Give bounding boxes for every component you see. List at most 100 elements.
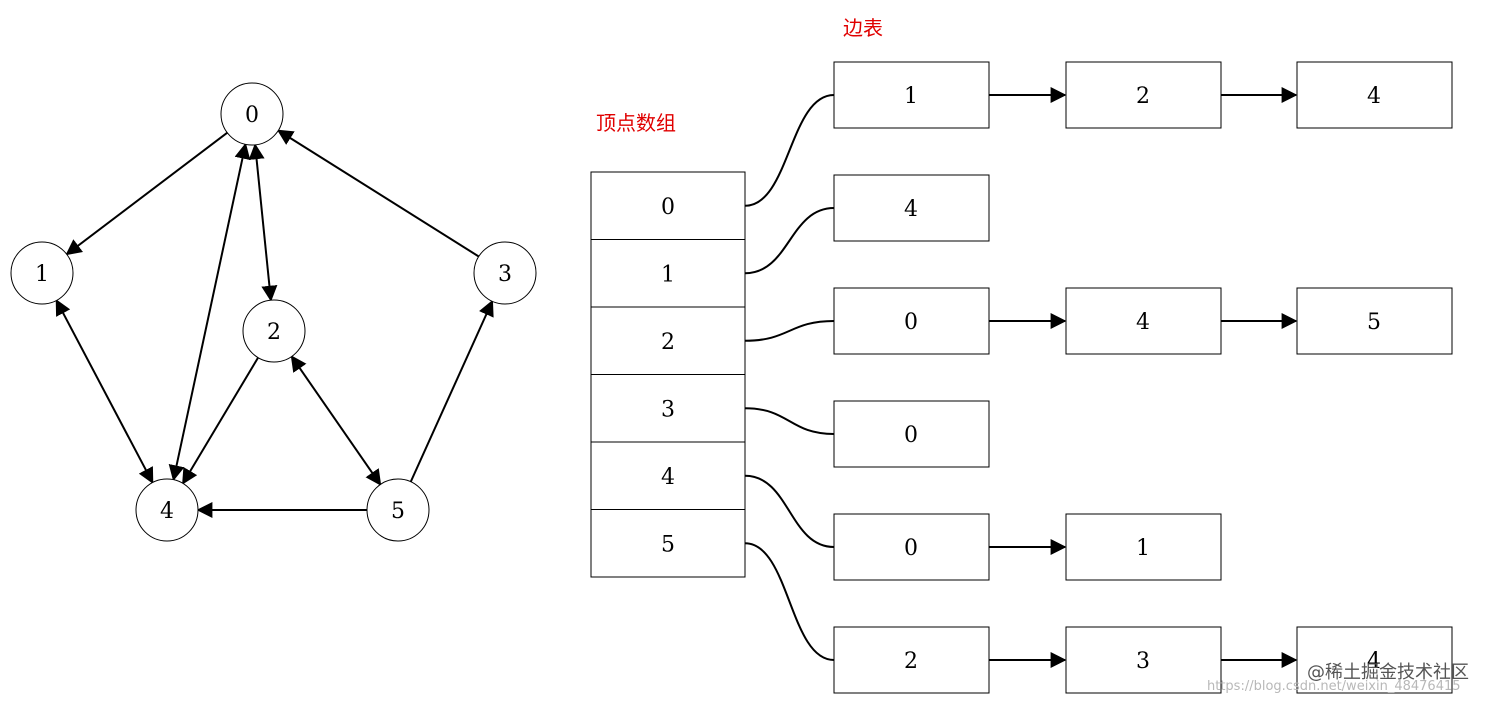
watermark-brand: @稀土掘金技术社区 [1307, 662, 1469, 683]
edge-node-box [833, 400, 990, 468]
graph-node-1: 1 [10, 241, 74, 305]
graph-node-circle [473, 241, 537, 305]
vertex-cell-box [590, 509, 746, 578]
edge-node-label: 5 [1367, 310, 1381, 335]
connector-curve-4 [744, 474, 835, 548]
edge-node: 1 [833, 61, 990, 129]
vertex-cell-box [590, 239, 746, 308]
edge-node-box [1296, 61, 1453, 129]
watermark-url: https://blog.csdn.net/weixin_48476415 [1207, 679, 1461, 694]
vertex-cell-3: 3 [590, 374, 746, 443]
graph-node-label: 2 [267, 320, 281, 345]
edge-node-label: 4 [904, 197, 918, 222]
graph-node-5: 5 [366, 478, 430, 542]
edge-node-box [1065, 61, 1222, 129]
edge-node-box [833, 626, 990, 694]
graph-node-label: 3 [498, 262, 512, 287]
vertex-cell-label: 4 [661, 465, 675, 490]
edge-node-box [1296, 626, 1453, 694]
graph-node-circle [220, 82, 284, 146]
edge-node: 5 [1296, 287, 1453, 355]
edge-node: 3 [1065, 626, 1222, 694]
edge-node-box [833, 174, 990, 242]
connector-curve-2 [744, 320, 835, 342]
graph-edge-4-0 [168, 142, 251, 482]
edge-node: 0 [833, 287, 990, 355]
graph-edge-2-5 [290, 355, 382, 486]
graph-node-0: 0 [220, 82, 284, 146]
graph-node-circle [366, 478, 430, 542]
edge-node-label: 1 [1136, 536, 1150, 561]
edge-node: 2 [1065, 61, 1222, 129]
graph-node-label: 0 [245, 103, 259, 128]
vertex-cell-0: 0 [590, 171, 746, 240]
edge-node: 4 [1296, 626, 1453, 694]
graph-node-2: 2 [242, 299, 306, 363]
edge-node: 1 [1065, 513, 1222, 581]
edge-node: 0 [833, 400, 990, 468]
vertex-cell-label: 0 [661, 195, 675, 220]
graph-edge-0-2 [248, 143, 278, 302]
edge-node: 2 [833, 626, 990, 694]
edge-node-box [833, 513, 990, 581]
vertex-array-title: 顶点数组 [596, 111, 676, 135]
vertex-cell-label: 5 [661, 532, 675, 557]
graph-node-label: 1 [35, 262, 49, 287]
connector-curve-3 [744, 407, 835, 435]
edge-node-label: 0 [904, 423, 918, 448]
edge-list-row-3: 0 [833, 400, 990, 468]
connector-curve-1 [744, 207, 835, 275]
edge-node-label: 2 [904, 649, 918, 674]
edge-node-label: 2 [1136, 84, 1150, 109]
edge-list-row-2: 0 4 5 [833, 287, 1453, 355]
edge-node: 4 [1296, 61, 1453, 129]
graph-edge-5-3 [409, 299, 494, 483]
graph-edge-1-4 [55, 299, 154, 484]
vertex-cell-box [590, 374, 746, 443]
graph-edge-0-1 [65, 131, 228, 256]
graph-edge-3-0 [276, 129, 480, 258]
graph-node-circle [135, 478, 199, 542]
edge-list-row-5: 2 3 4 [833, 626, 1453, 694]
edge-node: 4 [1065, 287, 1222, 355]
edge-list-row-0: 1 2 4 [833, 61, 1453, 129]
connector-curves [744, 94, 835, 661]
edge-node-box [1065, 513, 1222, 581]
edge-node-label: 1 [904, 84, 918, 109]
vertex-cell-1: 1 [590, 239, 746, 308]
edge-node: 4 [833, 174, 990, 242]
graph-node-3: 3 [473, 241, 537, 305]
edge-node-box [1065, 287, 1222, 355]
edge-node: 0 [833, 513, 990, 581]
graph-edges [55, 129, 494, 518]
edge-node-box [833, 61, 990, 129]
vertex-cell-label: 1 [661, 262, 675, 287]
edge-node-label: 4 [1367, 649, 1381, 674]
graph-node-label: 4 [160, 499, 174, 524]
graph-node-circle [10, 241, 74, 305]
edge-node-label: 4 [1367, 84, 1381, 109]
vertex-cell-4: 4 [590, 441, 746, 510]
connector-curve-0 [744, 94, 835, 207]
graph-edge-2-4 [182, 357, 259, 485]
edge-node-label: 4 [1136, 310, 1150, 335]
graph-node-circle [242, 299, 306, 363]
vertex-array: 0 1 2 3 4 5 [590, 171, 746, 578]
vertex-cell-label: 2 [661, 330, 675, 355]
edge-table-title: 边表 [843, 16, 883, 40]
vertex-cell-box [590, 441, 746, 510]
vertex-cell-2: 2 [590, 306, 746, 375]
edge-list-row-1: 4 [833, 174, 990, 242]
edge-node-label: 0 [904, 310, 918, 335]
edge-node-box [1296, 287, 1453, 355]
connector-curve-5 [744, 542, 835, 661]
edge-node-label: 0 [904, 536, 918, 561]
edge-node-label: 3 [1136, 649, 1150, 674]
graph-nodes: 0 1 2 3 4 5 [10, 82, 537, 542]
graph-node-label: 5 [391, 499, 405, 524]
edge-node-box [833, 287, 990, 355]
vertex-cell-box [590, 306, 746, 375]
